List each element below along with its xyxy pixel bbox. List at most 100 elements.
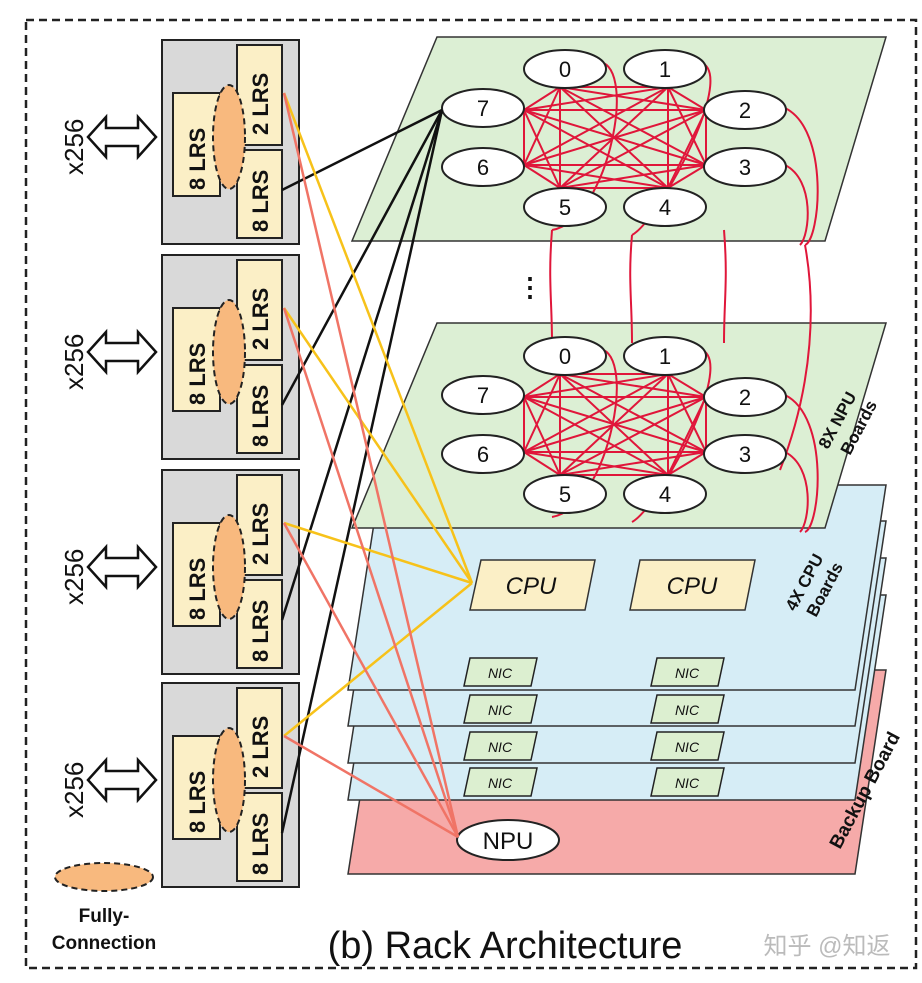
npu-node	[623, 49, 707, 89]
mesh-link	[523, 373, 561, 398]
npu-node-label: 0	[559, 57, 571, 82]
cpu-link-yellow	[283, 521, 473, 585]
lrs-top-label: 2 LRS	[248, 73, 273, 135]
watermark: 知乎 @知返	[763, 933, 890, 960]
lrs-box-vertical	[172, 735, 221, 840]
svg-text:NIC: NIC	[488, 739, 513, 755]
lrs-bottom-label: 8 LRS	[248, 600, 273, 662]
fully-connection-legend-icon	[54, 862, 154, 892]
mesh-loop	[784, 451, 809, 533]
svg-text:NIC: NIC	[675, 775, 700, 791]
lrs-bottom-label: 8 LRS	[248, 170, 273, 232]
npu-node	[441, 147, 525, 187]
npu-node-label: 4	[659, 482, 671, 507]
mesh-link	[523, 396, 669, 476]
npu-node-label: 6	[477, 442, 489, 467]
svg-text:NIC: NIC	[675, 702, 700, 718]
npu-node-label: 2	[739, 98, 751, 123]
lrs-box-bottom	[236, 579, 283, 669]
backup-link-salmon	[283, 734, 459, 839]
nic-right-1: NIC	[650, 657, 725, 687]
npu-node-label: 5	[559, 195, 571, 220]
mesh-link	[523, 164, 561, 189]
mesh-link	[523, 396, 561, 476]
npu-link-black	[281, 108, 443, 192]
npu-node-label: 7	[477, 96, 489, 121]
backup-link-salmon	[282, 92, 460, 838]
npu-node-label: 5	[559, 482, 571, 507]
lrs-vertical-label: 8 LRS	[185, 343, 210, 405]
legend-line1: Fully-	[79, 906, 130, 927]
mesh-link	[523, 109, 669, 189]
fully-connection-ellipse	[212, 84, 246, 190]
outer-dashed-frame	[24, 18, 918, 970]
rack-connection-links	[280, 92, 474, 839]
npu-boards-ellipsis: ⋮	[517, 272, 543, 302]
npu-node-label: 0	[559, 344, 571, 369]
mesh-loop	[784, 107, 819, 246]
cpu-chip-2: CPU	[629, 559, 756, 611]
mesh-loop	[784, 164, 809, 246]
npu-node-label: 3	[739, 155, 751, 180]
multiplier-label: x256	[59, 762, 89, 818]
mesh-link	[559, 373, 707, 398]
lrs-top-label: 2 LRS	[248, 716, 273, 778]
lrs-box-vertical	[172, 307, 221, 412]
mesh-link	[523, 373, 669, 453]
svg-text:NIC: NIC	[488, 665, 513, 681]
mesh-link	[523, 86, 561, 111]
npu-node	[623, 187, 707, 227]
nic-left-4: NIC	[463, 767, 538, 797]
npu-node	[441, 434, 525, 474]
mesh-link	[559, 451, 707, 476]
cpu-label: CPU	[667, 573, 718, 600]
legend-line2: Connection	[52, 933, 157, 954]
cpu-link-yellow	[282, 307, 474, 584]
npu-link-black	[280, 109, 444, 621]
mesh-link	[523, 86, 669, 111]
mesh-link	[523, 164, 669, 189]
lrs-box-vertical	[172, 522, 221, 627]
fully-connection-ellipse	[212, 727, 246, 833]
mesh-link	[523, 373, 561, 453]
multiplier-label: x256	[59, 119, 89, 175]
backup-link-salmon	[282, 522, 460, 838]
mesh-link	[523, 451, 561, 476]
npu-node-label: 7	[477, 383, 489, 408]
inter-board-link	[723, 229, 727, 344]
lrs-box-top	[236, 44, 283, 146]
bidirectional-arrow-icon	[86, 543, 158, 591]
bidirectional-arrow-icon	[86, 756, 158, 804]
mesh-link	[667, 164, 707, 189]
bidirectional-arrow-icon	[86, 328, 158, 376]
npu-node	[441, 375, 525, 415]
fully-connection-ellipse	[212, 299, 246, 405]
backup-npu-label: NPU	[483, 828, 534, 855]
npu-node-label: 3	[739, 442, 751, 467]
mesh-link	[667, 451, 707, 476]
mesh-link	[667, 86, 707, 111]
cpu-link-yellow	[282, 92, 474, 584]
bidirectional-arrow-icon	[86, 113, 158, 161]
lrs-bottom-label: 8 LRS	[248, 385, 273, 447]
lrs-vertical-label: 8 LRS	[185, 558, 210, 620]
svg-text:NIC: NIC	[675, 739, 700, 755]
npu-node	[441, 88, 525, 128]
backup-link-salmon	[282, 307, 460, 838]
mesh-link	[523, 451, 669, 476]
mesh-link	[523, 86, 669, 166]
nic-left-3: NIC	[463, 731, 538, 761]
mesh-link	[523, 109, 707, 166]
cpu-chip-1: CPU	[469, 559, 596, 611]
svg-text:NIC: NIC	[675, 665, 700, 681]
npu-node-label: 6	[477, 155, 489, 180]
figure-caption: (b) Rack Architecture	[328, 925, 683, 967]
npu-node	[623, 336, 707, 376]
npu-node-label: 1	[659, 344, 671, 369]
mesh-link	[523, 373, 669, 398]
